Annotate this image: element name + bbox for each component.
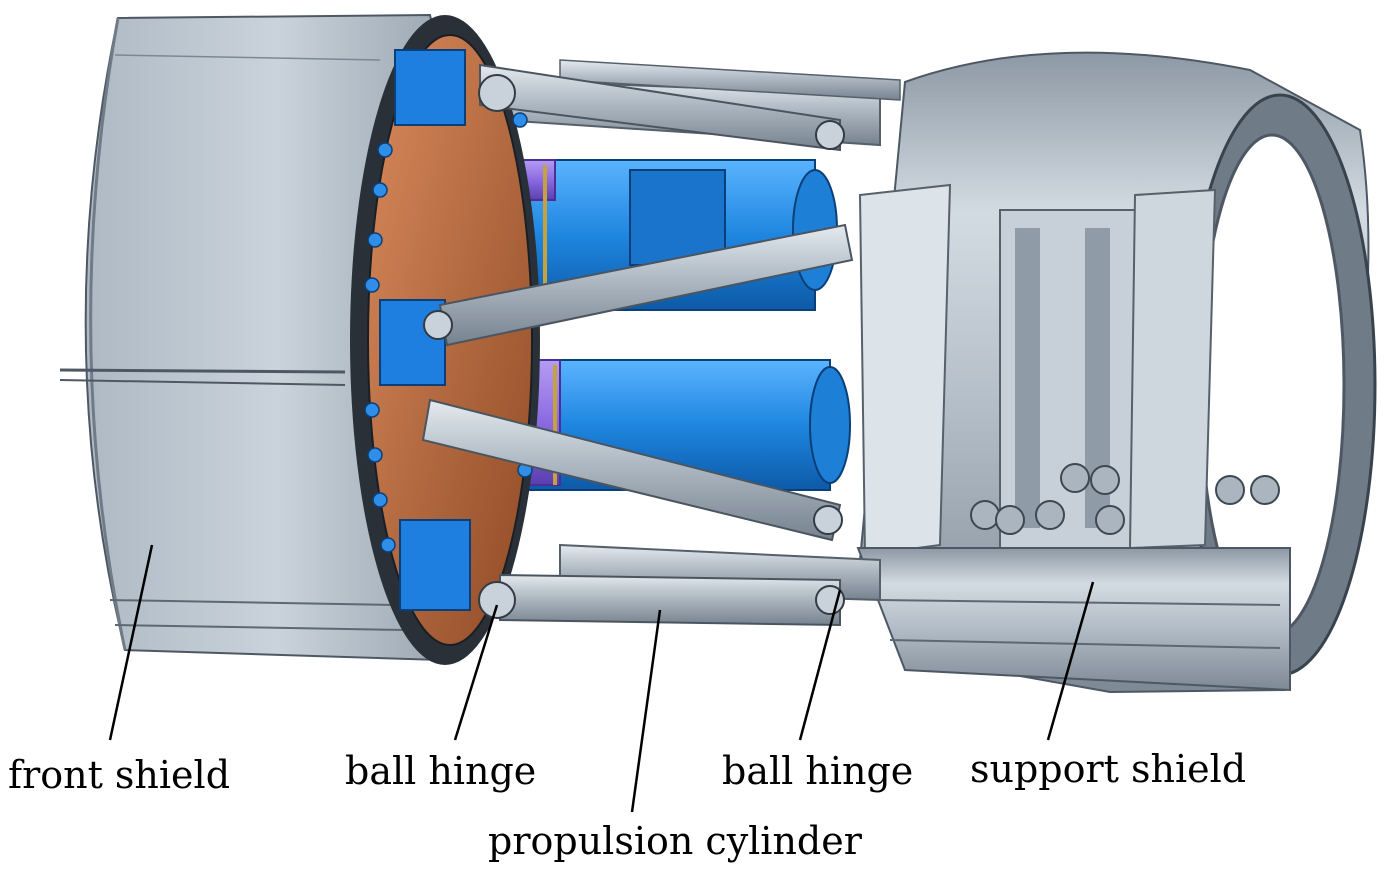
propulsion-cylinder-label: propulsion cylinder: [488, 819, 862, 863]
front-shield-label: front shield: [8, 753, 231, 797]
ball-hinge-label-right: ball hinge: [722, 749, 914, 793]
leader-lines: [108, 544, 1095, 813]
ball-hinge-label-left: ball hinge: [345, 749, 537, 793]
support-shield: [856, 51, 1377, 694]
propulsion-cylinders: [421, 63, 854, 627]
ball-hinges: [423, 74, 845, 619]
front-shield: [59, 13, 540, 665]
support-shield-label: support shield: [970, 747, 1247, 791]
